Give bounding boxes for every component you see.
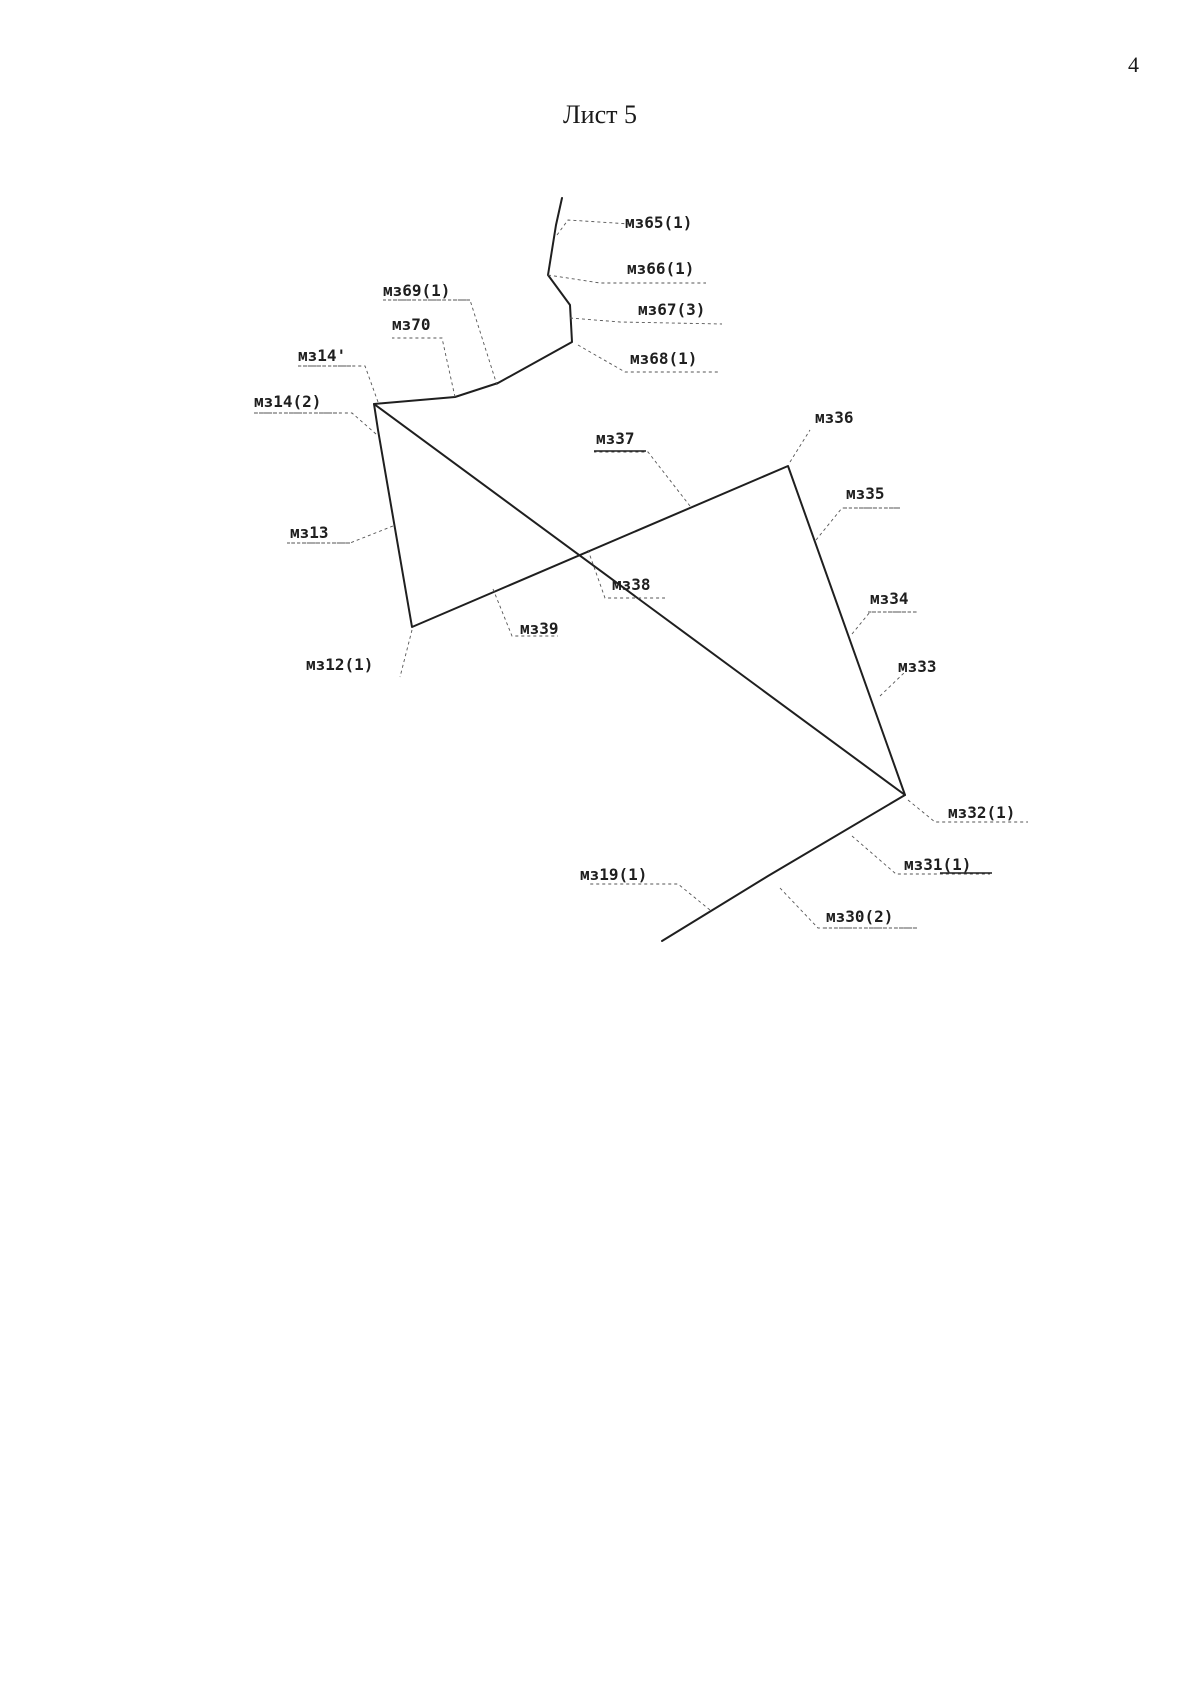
label-mz13: мз13 [290, 523, 329, 542]
leader-mz32 [907, 799, 1028, 823]
point-labels: мз65(1) мз66(1) мз67(3) мз68(1) мз69(1) … [254, 213, 1015, 926]
label-mz34: мз34 [870, 589, 909, 608]
label-mz19-1: мз19(1) [580, 865, 647, 884]
label-mz12-1: мз12(1) [306, 655, 373, 674]
label-mz38: мз38 [612, 575, 651, 594]
label-underlines [254, 299, 992, 929]
label-mz39: мз39 [520, 619, 559, 638]
leader-mz65 [556, 219, 631, 236]
leader-mz68 [577, 344, 720, 373]
leader-mz36 [789, 429, 811, 463]
label-mz65-1: мз65(1) [625, 213, 692, 232]
leader-mz70 [392, 337, 456, 398]
leader-mz37 [594, 451, 691, 507]
label-mz70: мз70 [392, 315, 431, 334]
label-mz35: мз35 [846, 484, 885, 503]
label-mz31-1: мз31(1) [904, 855, 971, 874]
label-mz68-1: мз68(1) [630, 349, 697, 368]
leader-mz31 [851, 835, 990, 875]
leader-mz19 [588, 883, 711, 911]
label-mz69-1: мз69(1) [383, 281, 450, 300]
leader-mz14-2 [254, 412, 377, 435]
label-mz37: мз37 [596, 429, 635, 448]
leader-mz34 [851, 611, 918, 635]
parcel-boundary [373, 403, 906, 796]
label-mz14-2: мз14(2) [254, 392, 321, 411]
label-mz14-prime: мз14' [298, 346, 346, 365]
leader-mz38 [587, 549, 665, 599]
leader-mz35 [815, 507, 900, 541]
label-mz36: мз36 [815, 408, 854, 427]
label-mz33: мз33 [898, 657, 937, 676]
leader-mz39 [492, 588, 558, 637]
leader-mz14p [298, 365, 379, 403]
label-mz67-3: мз67(3) [638, 300, 705, 319]
leader-mz67 [569, 317, 723, 325]
boundary-line-north [373, 197, 573, 405]
label-mz66-1: мз66(1) [627, 259, 694, 278]
leader-mz12 [399, 629, 413, 678]
sheet-title: Лист 5 [563, 100, 637, 129]
leader-lines [254, 219, 1028, 929]
label-mz32-1: мз32(1) [948, 803, 1015, 822]
leader-mz69 [383, 299, 498, 386]
boundary-line-south [661, 794, 906, 942]
label-mz30-2: мз30(2) [826, 907, 893, 926]
page-number: 4 [1128, 52, 1139, 77]
